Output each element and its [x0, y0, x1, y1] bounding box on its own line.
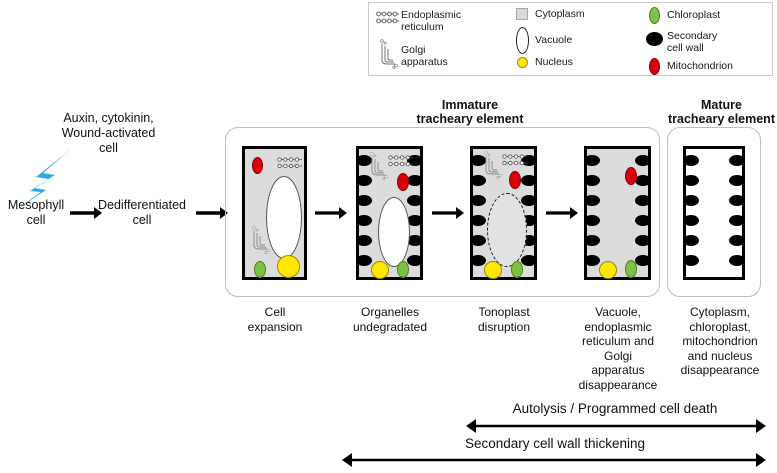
chloroplast-icon [511, 261, 523, 278]
cell-stage-1 [242, 146, 307, 280]
arrow-dedifferentiated-to-immature-icon [196, 206, 228, 225]
legend-label-nucleus: Nucleus [535, 56, 573, 68]
mitochondrion-icon [641, 58, 667, 75]
legend-label-cytoplasm: Cytoplasm [535, 8, 585, 20]
cell-stage-3 [470, 146, 537, 280]
legend-item-mitochondrion: Mitochondrion [641, 58, 733, 75]
mitochondrion-icon [509, 171, 521, 189]
secondary-wall-arrow-label: Secondary cell wall thickening [464, 436, 646, 451]
nucleus-icon [371, 261, 389, 279]
cell-stage-5-mature [683, 146, 745, 280]
golgi-apparatus-icon [367, 151, 389, 186]
legend-item-endoplasmic-reticulum: Endoplasmic reticulum [375, 9, 461, 33]
mitochondrion-icon [625, 167, 637, 185]
arrow-stage2-to-stage3-icon [432, 206, 464, 225]
vacuole-shape [378, 197, 410, 267]
secondary-cell-wall-icon [641, 30, 667, 46]
immature-group-frame [225, 127, 660, 297]
legend-item-golgi-apparatus: Golgi apparatus [375, 38, 448, 70]
legend-label-vacuole: Vacuole [535, 34, 573, 47]
mature-group-title: Mature tracheary element [667, 98, 775, 126]
mature-group-frame [667, 127, 761, 297]
nucleus-icon [509, 56, 535, 68]
stage-caption-3: Tonoplast disruption [477, 305, 531, 334]
nucleus-icon [599, 261, 617, 279]
golgi-apparatus-icon [481, 150, 503, 185]
disrupted-vacuole-shape [487, 193, 527, 267]
legend-label-golgi-apparatus: Golgi apparatus [401, 44, 448, 68]
nucleus-icon [484, 261, 502, 279]
legend-item-nucleus: Nucleus [509, 56, 573, 69]
legend-label-mitochondrion: Mitochondrion [667, 60, 733, 73]
stage-caption-5: Cytoplasm, chloroplast, mitochondrion an… [680, 305, 760, 377]
cytoplasm-icon [509, 8, 535, 21]
legend-item-vacuole: Vacuole [509, 27, 572, 54]
arrow-stage1-to-stage2-icon [315, 206, 347, 225]
secondary-wall-span-arrow-icon [342, 452, 766, 473]
chloroplast-icon [254, 261, 266, 278]
cell-stage-4 [584, 146, 651, 280]
golgi-apparatus-icon [249, 225, 271, 260]
vacuole-shape [266, 176, 302, 259]
legend-label-chloroplast: Chloroplast [667, 9, 721, 22]
legend-item-secondary-cell-wall: Secondary cell wall [641, 30, 717, 54]
arrow-stage3-to-stage4-icon [546, 206, 578, 225]
autolysis-arrow-label: Autolysis / Programmed cell death [512, 401, 718, 416]
stage-caption-4: Vacuole, endoplasmic reticulum and Golgi… [578, 305, 658, 392]
legend-label-secondary-cell-wall: Secondary cell wall [667, 30, 718, 54]
mitochondrion-icon [397, 173, 409, 191]
stimulus-label: Auxin, cytokinin, Wound-activated cell [61, 111, 156, 155]
endoplasmic-reticulum-icon [387, 153, 415, 175]
legend-item-cytoplasm: Cytoplasm [509, 8, 585, 21]
endoplasmic-reticulum-icon [375, 9, 401, 27]
chloroplast-icon [625, 260, 637, 278]
legend-label-endoplasmic-reticulum: Endoplasmic reticulum [401, 9, 462, 33]
legend-panel: Endoplasmic reticulum Golgi apparatus Cy… [368, 2, 773, 76]
vacuole-icon [509, 27, 535, 54]
dedifferentiated-cell-label: Dedifferentiated cell [97, 198, 187, 227]
stage-caption-1: Cell expansion [247, 305, 303, 334]
golgi-apparatus-icon [375, 38, 401, 70]
mitochondrion-icon [252, 157, 263, 174]
stage-caption-2: Organelles undegradated [352, 305, 428, 334]
chloroplast-icon [641, 7, 667, 24]
autolysis-span-arrow-icon [466, 418, 766, 439]
cell-stage-2 [356, 146, 423, 280]
immature-group-title: Immature tracheary element [416, 98, 524, 126]
legend-item-chloroplast: Chloroplast [641, 7, 720, 24]
arrow-mesophyll-to-dedifferentiated-icon [70, 206, 102, 225]
endoplasmic-reticulum-icon [501, 152, 529, 174]
endoplasmic-reticulum-icon [276, 155, 304, 177]
nucleus-icon [277, 255, 300, 278]
mesophyll-cell-label: Mesophyll cell [7, 198, 65, 227]
chloroplast-icon [397, 261, 409, 278]
